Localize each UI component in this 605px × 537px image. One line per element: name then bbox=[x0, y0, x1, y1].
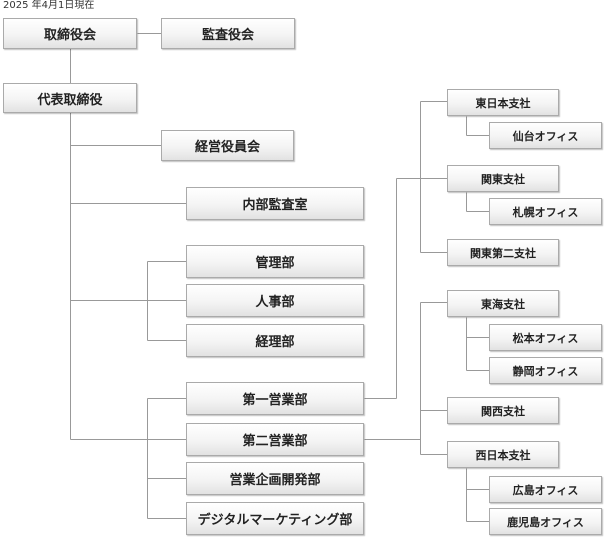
unit-management-committee: 経営役員会 bbox=[161, 130, 294, 161]
unit-human-resources: 人事部 bbox=[186, 284, 364, 317]
unit-east-japan-branch: 東日本支社 bbox=[447, 89, 559, 116]
unit-matsumoto-office: 松本オフィス bbox=[489, 324, 602, 351]
unit-tokai-branch: 東海支社 bbox=[447, 290, 559, 317]
unit-kanto-branch: 関東支社 bbox=[447, 165, 559, 192]
unit-administration: 管理部 bbox=[186, 245, 364, 278]
unit-sapporo-office: 札幌オフィス bbox=[489, 198, 602, 225]
unit-audit-board: 監査役会 bbox=[161, 18, 295, 49]
unit-shizuoka-office: 静岡オフィス bbox=[489, 357, 602, 384]
unit-sales2: 第二営業部 bbox=[186, 423, 364, 456]
unit-planning-development: 営業企画開発部 bbox=[186, 462, 364, 495]
as-of-date: 2025 年4月1日現在 bbox=[3, 0, 95, 11]
unit-board-of-directors: 取締役会 bbox=[3, 18, 137, 49]
unit-accounting: 経理部 bbox=[186, 324, 364, 357]
unit-west-japan-branch: 西日本支社 bbox=[447, 441, 559, 468]
unit-representative-director: 代表取締役 bbox=[3, 83, 137, 113]
unit-kagoshima-office: 鹿児島オフィス bbox=[489, 508, 602, 535]
unit-internal-audit: 内部監査室 bbox=[186, 187, 364, 220]
unit-hiroshima-office: 広島オフィス bbox=[489, 476, 602, 503]
unit-digital-marketing: デジタルマーケティング部 bbox=[186, 502, 364, 535]
unit-sendai-office: 仙台オフィス bbox=[489, 122, 602, 149]
unit-sales1: 第一営業部 bbox=[186, 382, 364, 415]
unit-kanto-second-branch: 関東第二支社 bbox=[447, 239, 559, 266]
unit-kansai-branch: 関西支社 bbox=[447, 397, 559, 424]
